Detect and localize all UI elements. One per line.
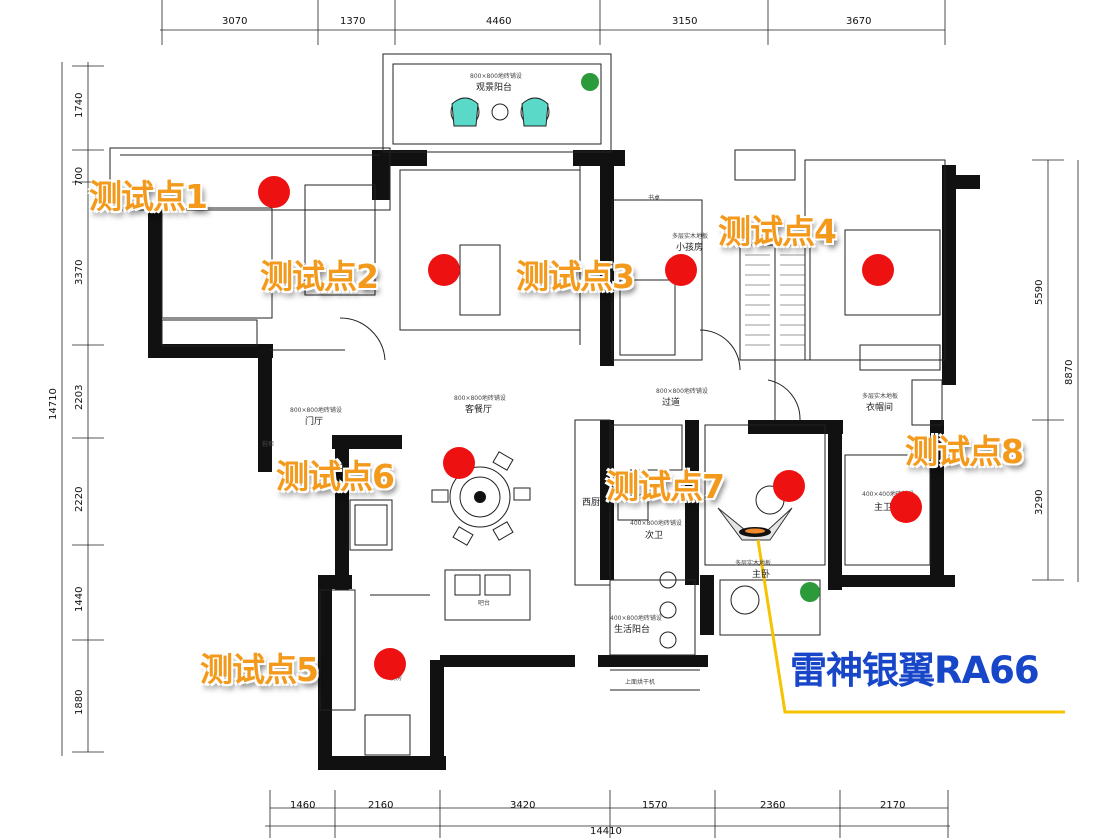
second-bath-label: 次卫 xyxy=(645,529,663,541)
dim-left-1: 1740 xyxy=(74,93,85,118)
dimension-texts: 3070 1370 4460 3150 3670 1460 2160 3420 … xyxy=(48,16,1075,837)
test-point-6-dot xyxy=(443,447,475,479)
entrance-tile-note: 800×800地砖铺设 xyxy=(290,406,342,414)
test-point-7-dot xyxy=(773,470,805,502)
dim-top-2: 1370 xyxy=(340,16,365,27)
dimension-lines xyxy=(61,0,1079,838)
dim-left-4: 2203 xyxy=(74,385,85,410)
plant-icon xyxy=(581,73,820,602)
interior-lines xyxy=(109,53,946,756)
dryer-note: 上面烘干机 xyxy=(625,678,655,686)
living-tile-note: 800×800地砖铺设 xyxy=(454,394,506,402)
dining-centerpiece-icon xyxy=(474,491,486,503)
balcony-tile-note: 800×800地砖铺设 xyxy=(470,72,522,80)
dim-bottom-total: 14410 xyxy=(590,826,622,837)
dim-left-3: 3370 xyxy=(74,260,85,285)
walls xyxy=(148,150,980,770)
test-point-4-label: 测试点4 xyxy=(718,212,837,251)
test-point-4-dot xyxy=(862,254,894,286)
test-point-1-label: 测试点1 xyxy=(89,177,208,216)
dim-bottom-1: 1460 xyxy=(290,800,315,811)
dim-left-5: 2220 xyxy=(74,487,85,512)
bar-label: 吧台 xyxy=(478,599,490,607)
test-point-6-label: 测试点6 xyxy=(276,457,395,496)
hallway-tile-note: 800×800地砖铺设 xyxy=(656,387,708,395)
dim-top-4: 3150 xyxy=(672,16,697,27)
west-kitchen-label: 西厨 xyxy=(582,497,600,508)
router-icon xyxy=(717,507,793,541)
dim-left-6: 1440 xyxy=(74,587,85,612)
test-point-2-dot xyxy=(428,254,460,286)
master-bath-label: 主卫 xyxy=(874,501,892,513)
test-point-7-label: 测试点7 xyxy=(606,467,725,506)
shoe-cabinet-label: 鞋柜 xyxy=(262,440,274,448)
test-point-5-label: 测试点5 xyxy=(200,650,319,689)
dim-left-7: 1880 xyxy=(74,690,85,715)
kid-room-label: 小孩房 xyxy=(676,241,703,253)
test-point-8-dot xyxy=(890,491,922,523)
dim-top-3: 4460 xyxy=(486,16,511,27)
dim-bottom-2: 2160 xyxy=(368,800,393,811)
service-balcony-label: 生活阳台 xyxy=(614,623,650,635)
bath-tile-note: 400×800地砖铺设 xyxy=(630,519,682,527)
dim-bottom-5: 2360 xyxy=(760,800,785,811)
dim-bottom-3: 3420 xyxy=(510,800,535,811)
test-point-3-label: 测试点3 xyxy=(516,257,635,296)
entrance-label: 门厅 xyxy=(305,415,323,427)
study-desk-label: 书桌 xyxy=(648,194,660,202)
dim-right-total: 8870 xyxy=(1064,360,1075,385)
master-bed-label: 主卧 xyxy=(752,568,770,580)
wardrobe-hatching xyxy=(745,254,805,346)
test-point-3-dot xyxy=(665,254,697,286)
cloak-floor-note: 多层实木地板 xyxy=(862,392,898,400)
hallway-label: 过道 xyxy=(662,396,680,408)
balcony-view-label: 观景阳台 xyxy=(476,81,512,93)
dim-left-2: 700 xyxy=(74,167,85,186)
test-point-8-label: 测试点8 xyxy=(905,432,1024,471)
service-tile-note: 400×800地砖铺设 xyxy=(610,614,662,622)
master-bath-tile-note: 400×400地砖铺设 xyxy=(862,490,914,498)
router-pointer-line xyxy=(756,539,1065,714)
master-bed-floor-note: 多层实木地板 xyxy=(735,559,771,567)
dim-top-1: 3070 xyxy=(222,16,247,27)
router-label: 雷神银翼RA66 xyxy=(790,649,1040,692)
dim-right-1: 5590 xyxy=(1034,280,1045,305)
test-point-5-dot xyxy=(374,648,406,680)
test-point-2-label: 测试点2 xyxy=(260,257,379,296)
dim-right-2: 3290 xyxy=(1034,490,1045,515)
living-dining-label: 客餐厅 xyxy=(465,403,492,415)
room-labels: 800×800地砖铺设 观景阳台 书桌 多层实木地板 小孩房 800×800地砖… xyxy=(262,72,914,686)
dim-bottom-4: 1570 xyxy=(642,800,667,811)
kid-floor-note: 多层实木地板 xyxy=(672,232,708,240)
dim-top-5: 3670 xyxy=(846,16,871,27)
dim-left-total: 14710 xyxy=(48,388,59,420)
cloakroom-label: 衣帽间 xyxy=(866,401,893,413)
dim-bottom-6: 2170 xyxy=(880,800,905,811)
test-point-1-dot xyxy=(258,176,290,208)
balcony-chairs xyxy=(451,97,549,127)
